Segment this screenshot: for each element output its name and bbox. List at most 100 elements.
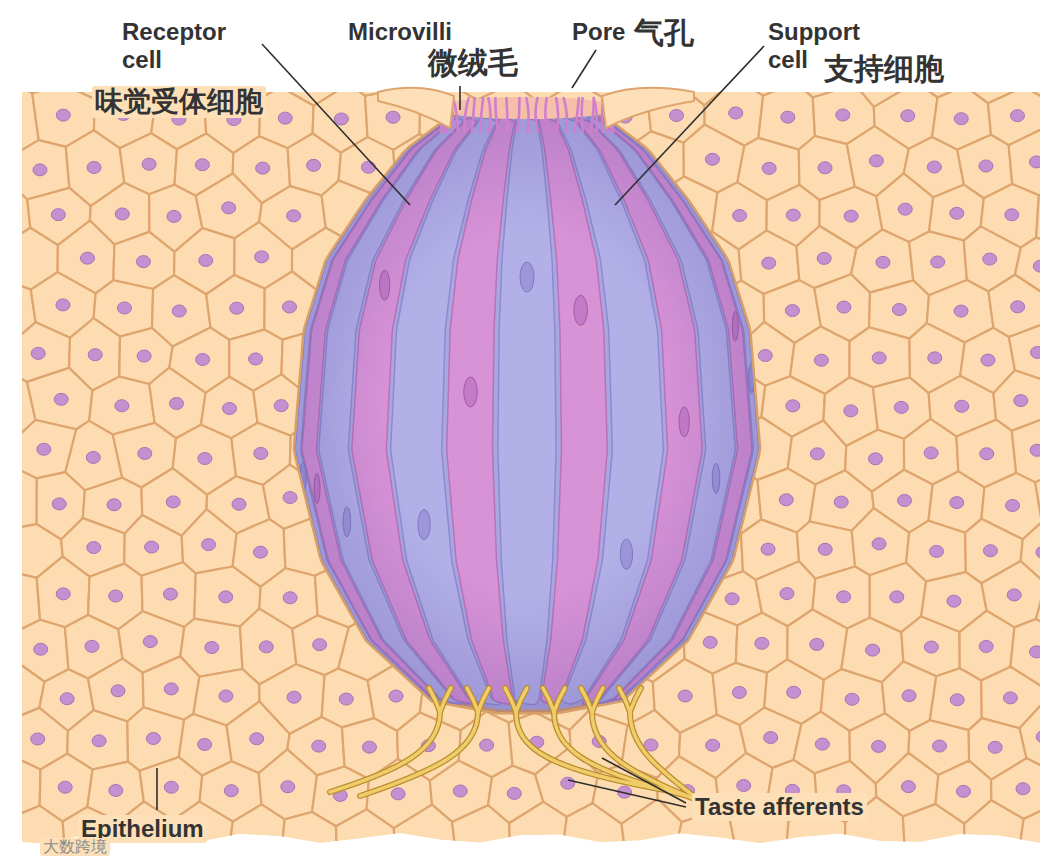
cell-nucleus <box>85 640 99 652</box>
cell-nucleus <box>31 733 45 745</box>
cell-nucleus <box>983 253 997 265</box>
cell-nucleus <box>761 543 775 555</box>
cell-nucleus <box>1029 156 1040 168</box>
microvillus <box>464 98 468 132</box>
cell-nucleus <box>561 777 575 789</box>
microvillus <box>582 98 583 132</box>
epithelial-cell <box>486 850 544 864</box>
cell-nucleus <box>956 785 970 797</box>
epithelial-cell <box>229 804 285 864</box>
epithelial-cell <box>336 809 395 864</box>
cell-nucleus <box>109 784 123 796</box>
microvillus <box>472 98 475 132</box>
cell-nucleus <box>933 740 947 752</box>
cell-nucleus <box>764 732 778 744</box>
microvillus <box>480 98 483 132</box>
cell-nucleus <box>872 352 886 364</box>
cell-nucleus <box>281 781 295 793</box>
epithelial-cell <box>849 327 909 387</box>
nerve-outline <box>330 712 440 792</box>
cell-nucleus <box>391 788 405 800</box>
cell-nucleus <box>115 208 129 220</box>
epithelial-cell <box>1019 808 1040 864</box>
cell-nucleus <box>480 739 494 751</box>
cell-nucleus <box>145 541 159 553</box>
microvillus <box>545 98 547 132</box>
cell-nucleus <box>876 256 890 268</box>
epithelial-cell <box>0 715 11 763</box>
cell-nucleus <box>287 210 301 222</box>
cell-nucleus <box>287 691 301 703</box>
cell-nucleus <box>34 643 48 655</box>
epithelial-cell <box>0 853 32 864</box>
cell-nucleus <box>781 111 795 123</box>
part-label: 味觉受体细胞 <box>92 86 266 118</box>
cell-nucleus <box>1036 546 1040 558</box>
cell-nucleus <box>283 592 297 604</box>
cell-nucleus <box>1029 646 1040 658</box>
cell-nucleus <box>138 447 152 459</box>
cell-nucleus <box>836 109 850 121</box>
leader-line <box>572 50 596 88</box>
cell-nucleus <box>56 299 70 311</box>
epithelial-cell <box>0 468 37 531</box>
epithelial-cell <box>148 849 212 864</box>
cell-nucleus <box>706 739 720 751</box>
epithelial-cell <box>594 849 655 864</box>
cell-nucleus <box>219 591 233 603</box>
cell-nucleus <box>834 496 848 508</box>
cell-nucleus <box>1006 500 1020 512</box>
cell-nucleus <box>232 498 246 510</box>
cell-nucleus <box>389 690 403 702</box>
cell-nucleus <box>111 685 125 697</box>
cell-nucleus <box>1005 209 1019 221</box>
cell-nucleus <box>785 305 799 317</box>
cell-nucleus <box>786 209 800 221</box>
cell-nucleus <box>195 159 209 171</box>
nerve-fiber <box>505 688 516 712</box>
epithelial-cell <box>711 854 770 864</box>
epithelial-cell <box>930 668 982 730</box>
cell-nucleus <box>167 210 181 222</box>
cell-nucleus <box>1030 444 1040 456</box>
epithelial-cell <box>622 799 682 864</box>
epithelial-cell <box>0 819 7 857</box>
taste-bud <box>295 112 759 712</box>
cell-nucleus <box>143 636 157 648</box>
cell-nucleus <box>142 158 156 170</box>
cell-nucleus <box>892 303 906 315</box>
cell-nucleus <box>924 641 938 653</box>
nerve-fiber <box>360 712 478 796</box>
cell-nucleus <box>844 210 858 222</box>
cell-nucleus <box>1010 110 1024 122</box>
cell-nucleus <box>950 497 964 509</box>
cell-nucleus <box>837 591 851 603</box>
cell-nucleus <box>307 159 321 171</box>
cell-nucleus <box>222 202 236 214</box>
watermark: 大数跨境 <box>40 838 110 856</box>
microvillus <box>488 98 490 132</box>
cell-nucleus <box>725 593 739 605</box>
epithelial-cell <box>0 60 10 90</box>
cell-nucleus <box>56 588 70 600</box>
nerve-outline <box>592 688 603 712</box>
nerve-outline <box>505 688 516 712</box>
cell-nucleus <box>868 453 882 465</box>
cell-nucleus <box>253 546 267 558</box>
cell-nucleus <box>866 644 880 656</box>
cell-nucleus <box>60 693 74 705</box>
part-label: Microvilli <box>348 18 452 46</box>
epithelial-cell <box>0 343 8 377</box>
cell-nucleus <box>202 539 216 551</box>
cell-nucleus <box>837 301 851 313</box>
cell-nucleus <box>947 595 961 607</box>
cell-nucleus <box>256 162 270 174</box>
leader-line <box>459 86 461 110</box>
nerve-fiber <box>581 688 592 712</box>
cell-nucleus <box>1016 783 1030 795</box>
cell-nucleus <box>786 400 800 412</box>
cell-nucleus <box>1033 260 1040 272</box>
cell-nucleus <box>817 252 831 264</box>
nerve-fiber <box>619 688 630 712</box>
microvillus <box>590 98 594 132</box>
